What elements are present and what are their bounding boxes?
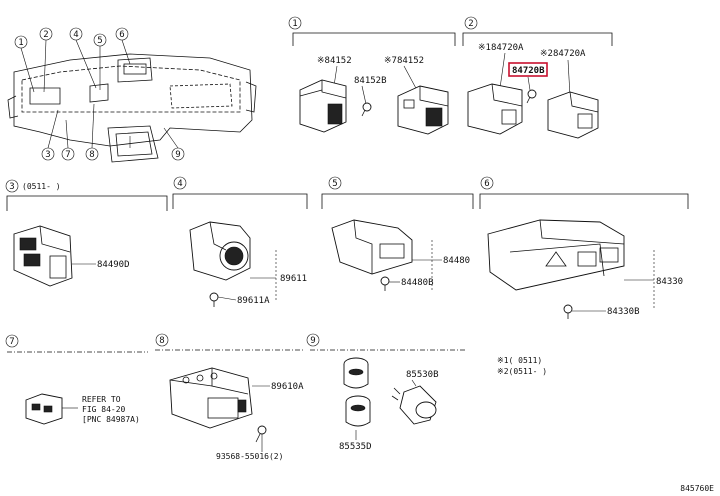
part-label-85535d: 85535D [339,442,372,452]
section-4-number: 4 [177,179,182,189]
callout-8: 8 [89,150,94,160]
switch-84480 [331,219,413,275]
part-label-93568: 93568-55016(2) [216,452,283,461]
section-9-number: 9 [310,336,315,346]
part-label-84152b: 84152B [354,76,387,86]
screw-93568 [255,425,267,443]
callout-4: 4 [73,30,78,40]
part-label-84490d: 84490D [97,260,130,270]
part-label-84152: ※84152 [317,56,352,66]
part-label-89611a: 89611A [237,296,270,306]
highlight-box [508,62,548,77]
part-label-84330b: 84330B [607,307,640,317]
section-8-number: 8 [159,336,164,346]
callout-2: 2 [43,30,48,40]
section-3-date-note: (0511- ) [22,182,61,191]
section-9: 9 85530B 85535D [306,333,466,452]
section-5-number: 5 [332,179,337,189]
section-6-number: 6 [484,179,489,189]
part-label-184720a: ※184720A [478,43,524,53]
switch-184720a [467,83,523,135]
switch-84490d [13,225,73,287]
callout-5: 5 [97,36,102,46]
callout-6: 6 [119,30,124,40]
switch-section-7 [25,393,63,425]
section-2-number: 2 [468,19,473,29]
dashboard-overview [7,39,257,163]
plug-85530b [391,385,437,425]
footnote-2: ※2(0511- ) [497,367,547,376]
section-6: 6 84330 84330B [479,176,689,319]
part-label-89610a: 89610A [271,382,304,392]
part-label-784152: ※784152 [384,56,424,66]
section-8: 8 89610A 93568-55016(2) [155,333,305,461]
screw-84330b [563,304,573,319]
callout-7: 7 [65,150,70,160]
screw-84720b [526,89,537,104]
ref-line-3: [PNC 84987A) [82,415,140,424]
screw-84152b [361,102,372,117]
callout-3: 3 [45,150,50,160]
section-2: 2 ※184720A ※284720A 84720B [462,16,613,139]
overview-callouts: 1 2 4 5 6 3 7 8 9 [14,27,185,161]
ref-line-2: FIG 84-20 [82,405,126,414]
section-4: 4 89611 89611A [172,176,308,307]
section-1-number: 1 [292,19,297,29]
part-label-89611: 89611 [280,274,307,284]
callout-9: 9 [175,150,180,160]
part-label-84720b: 84720B [512,66,545,76]
switch-89610a [169,367,253,429]
callout-1: 1 [18,38,23,48]
section-3-number: 3 [9,182,14,192]
section-5: 5 84480 84480B [321,176,474,291]
screw-89611a [209,292,219,307]
switch-84330 [487,219,625,291]
part-label-84330: 84330 [656,277,683,287]
switch-284720a [547,91,599,139]
figure-code: 845760E [680,484,714,493]
section-7: 7 REFER TO FIG 84-20 [PNC 84987A) [5,334,148,425]
screw-84480b [380,276,390,291]
part-label-284720a: ※284720A [540,49,586,59]
section-1: 1 ※84152 84152B ※784152 [288,16,456,135]
section-3: 3 (0511- ) 84490D [5,179,168,287]
socket-85535d [343,357,371,427]
part-label-85530b: 85530B [406,370,439,380]
part-label-84480b: 84480B [401,278,434,288]
footnote-1: ※1( 0511) [497,356,542,365]
section-7-number: 7 [9,337,14,347]
ref-line-1: REFER TO [82,395,121,404]
part-label-84480: 84480 [443,256,470,266]
switch-89611 [189,221,251,281]
switch-784152 [397,85,449,135]
switch-84152 [299,79,347,133]
